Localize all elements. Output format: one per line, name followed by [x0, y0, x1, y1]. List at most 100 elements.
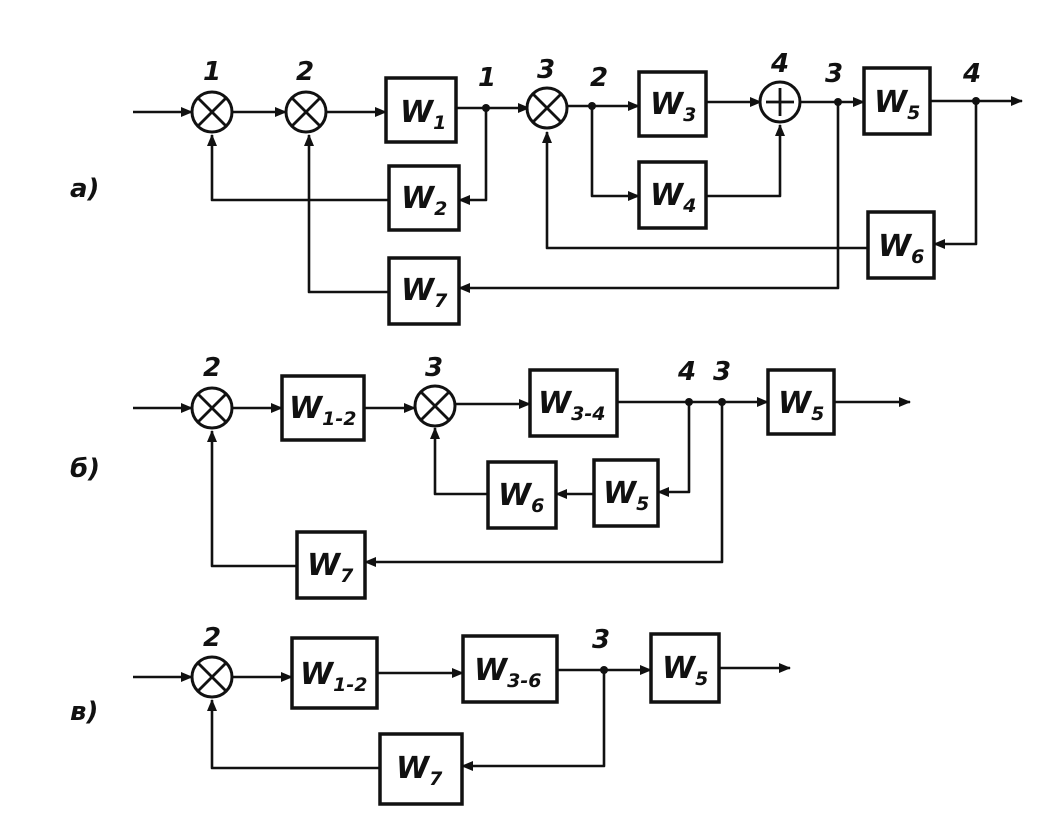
block-w3-4-sub: 3-4	[571, 403, 605, 425]
node-label-branch3: 3	[713, 357, 731, 387]
branch-point-3	[834, 98, 842, 106]
block-w1-2: W1-2	[290, 636, 379, 710]
svg-text:W5: W5	[778, 386, 824, 425]
block-w7: W7	[378, 732, 464, 806]
block-w1-2-sub: 1-2	[322, 408, 356, 430]
block-w3-4: W3-4	[528, 368, 619, 438]
node-label-branch3: 3	[592, 625, 610, 655]
block-w7-sub: 7	[340, 565, 354, 587]
summing-junction-1	[190, 90, 234, 134]
node-label-sum3: 3	[425, 353, 443, 383]
block-w2-sub: 2	[434, 198, 447, 220]
block-w7-sub: 7	[429, 768, 443, 790]
branch-point-1	[482, 104, 490, 112]
summing-junction-4	[758, 80, 802, 124]
summing-junction-2	[190, 386, 234, 430]
block-w5: W5	[766, 368, 836, 436]
block-w6: W6	[486, 460, 558, 530]
branch-point-4	[972, 97, 980, 105]
svg-text:W3-4: W3-4	[538, 386, 605, 425]
block-w7-main: W	[396, 751, 431, 786]
block-w3-6: W3-6	[461, 634, 559, 704]
block-w5: W5	[649, 632, 721, 704]
node-label-sum3: 3	[537, 55, 555, 85]
node-label-sum4: 4	[770, 49, 789, 79]
block-w3: W3	[637, 70, 708, 138]
block-w6-main: W	[878, 229, 913, 264]
block-w3-6-main: W	[474, 653, 509, 688]
svg-text:W2: W2	[401, 181, 447, 220]
branch-point-2	[588, 102, 596, 110]
block-w5-feedback-main: W	[603, 476, 638, 511]
svg-text:W7: W7	[307, 548, 354, 587]
block-w4-sub: 4	[682, 195, 696, 217]
svg-text:W1-2: W1-2	[289, 391, 356, 430]
block-w1-2-main: W	[289, 391, 324, 426]
panel-label-a: а)	[70, 174, 99, 204]
block-w1-main: W	[400, 95, 435, 130]
block-w7: W7	[295, 530, 367, 600]
panel-a-wires	[133, 96, 1023, 294]
svg-text:W5: W5	[662, 651, 708, 690]
block-w6-sub: 6	[911, 246, 924, 268]
block-w3-4-main: W	[538, 386, 573, 421]
block-w1-2: W1-2	[280, 374, 366, 442]
node-label-sum2: 2	[203, 353, 221, 383]
svg-text:W5: W5	[603, 476, 649, 515]
node-label-sum2: 2	[203, 623, 221, 653]
block-w7-main: W	[307, 548, 342, 583]
block-w1-2-main: W	[300, 657, 335, 692]
block-w1-2-sub: 1-2	[333, 674, 367, 696]
svg-text:W3: W3	[650, 87, 696, 126]
svg-text:W4: W4	[650, 178, 696, 217]
block-w5-main: W	[778, 386, 813, 421]
svg-text:W1-2: W1-2	[300, 657, 367, 696]
block-w5: W5	[862, 66, 932, 136]
svg-text:W7: W7	[401, 273, 448, 312]
summing-junction-3	[525, 86, 569, 130]
block-w3-sub: 3	[683, 104, 696, 126]
block-w7: W7	[387, 256, 461, 326]
summing-junction-2	[190, 655, 234, 699]
branch-point-3	[600, 666, 608, 674]
block-w5-sub: 5	[811, 403, 824, 425]
block-w4: W4	[637, 160, 708, 230]
svg-text:W6: W6	[878, 229, 924, 268]
svg-text:W6: W6	[498, 478, 544, 517]
block-w7-sub: 7	[434, 290, 448, 312]
block-w7-main: W	[401, 273, 436, 308]
summing-junction-2	[284, 90, 328, 134]
block-w4-main: W	[650, 178, 685, 213]
block-w1: W1	[384, 76, 458, 144]
svg-text:W1: W1	[400, 95, 446, 134]
block-w6-main: W	[498, 478, 533, 513]
block-w3-6-sub: 3-6	[507, 670, 541, 692]
svg-text:W7: W7	[396, 751, 443, 790]
node-label-branch1: 1	[478, 63, 496, 93]
block-w5-main: W	[662, 651, 697, 686]
panel-label-c: в)	[70, 697, 98, 727]
node-label-branch4: 4	[962, 59, 981, 89]
node-label-branch2: 2	[590, 63, 608, 93]
svg-text:W3-6: W3-6	[474, 653, 541, 692]
branch-point-3	[718, 398, 726, 406]
panel-c: в) 2 3 W1-2 W3-6 W5	[70, 623, 791, 806]
block-w3-main: W	[650, 87, 685, 122]
block-w1-sub: 1	[433, 112, 446, 134]
panel-a: а)	[70, 49, 1023, 326]
block-w2: W2	[387, 164, 461, 232]
block-w2-main: W	[401, 181, 436, 216]
panel-b: б) 2 3 4 3 W1-2	[70, 353, 911, 600]
node-label-sum1: 1	[203, 57, 221, 87]
block-w5-feedback: W5	[592, 458, 660, 528]
node-label-branch3: 3	[825, 59, 843, 89]
panel-label-b: б)	[70, 454, 100, 484]
summing-junction-3	[413, 384, 457, 428]
node-label-branch4: 4	[677, 357, 696, 387]
block-w6-sub: 6	[531, 495, 544, 517]
block-w5-sub: 5	[695, 668, 708, 690]
svg-text:W5: W5	[874, 85, 920, 124]
block-w5-feedback-sub: 5	[636, 493, 649, 515]
block-w6: W6	[866, 210, 936, 280]
